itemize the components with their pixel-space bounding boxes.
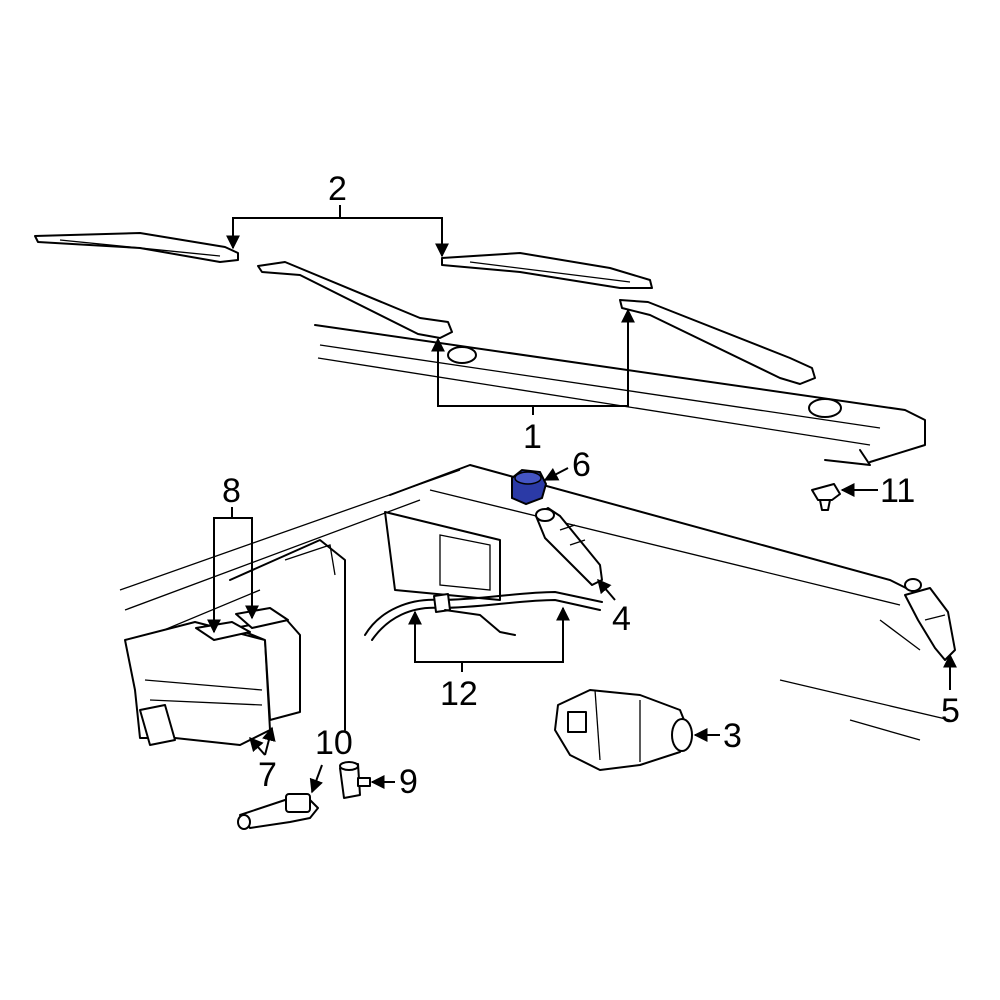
washer-nozzle[interactable] [535,507,603,586]
retaining-clip[interactable] [811,483,841,511]
callout-11[interactable]: 11 [880,472,915,510]
wiper-arm-right[interactable] [619,299,816,385]
callout-10[interactable]: 10 [315,724,353,762]
callout-8[interactable]: 8 [222,472,241,510]
wiper-blade-left[interactable] [34,232,239,263]
wiper-pivot[interactable] [904,578,956,661]
callout-5[interactable]: 5 [941,692,960,730]
wiper-arm-left[interactable] [257,261,453,339]
callout-7[interactable]: 7 [258,756,277,794]
callout-4[interactable]: 4 [612,600,631,638]
callout-6[interactable]: 6 [572,446,591,484]
callout-9[interactable]: 9 [399,763,418,801]
wiper-blade-right[interactable] [441,252,653,289]
cowl-pivot-holes [447,346,842,418]
washer-hose[interactable] [364,591,603,641]
washer-pump-connector[interactable] [237,793,319,830]
hose-tee-fitting[interactable] [339,761,371,799]
callout-1[interactable]: 1 [523,418,542,456]
washer-reservoir[interactable] [124,607,301,746]
callout-12[interactable]: 12 [440,675,478,713]
leader-lines [207,205,957,794]
vehicle-body-outline [119,324,951,741]
callout-3[interactable]: 3 [723,717,742,755]
callout-2[interactable]: 2 [328,170,347,208]
wiper-motor[interactable] [554,689,693,771]
pivot-nut-highlighted[interactable] [511,468,548,506]
